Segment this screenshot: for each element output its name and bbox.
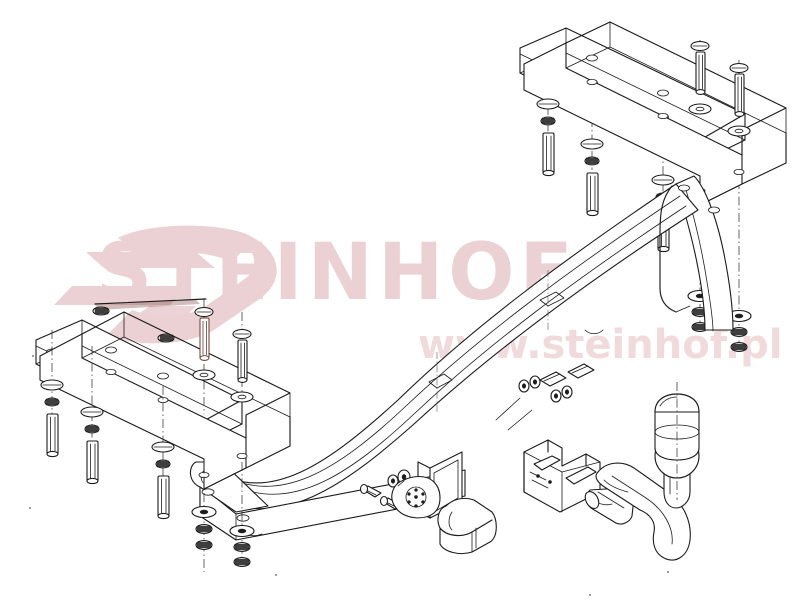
hex-nut-on-plate-2: [157, 333, 175, 343]
beam-cutouts: [428, 270, 604, 412]
bolt-lower-5: [230, 328, 254, 403]
bolt-upper-2: [580, 138, 604, 217]
washer-nut-stack-left-1: [191, 505, 217, 551]
small-bolt-1: [359, 483, 382, 498]
bolt-lower-3: [151, 441, 175, 520]
washer-nut-stack-left-2: [229, 524, 255, 568]
reference-marks: [29, 355, 669, 596]
hex-nut-on-plate-1: [92, 306, 110, 316]
bolt-lower-2: [80, 406, 104, 485]
bolt-upper-4: [688, 40, 712, 115]
washer-nut-stack-right-2: [726, 309, 752, 353]
plate-edge-highlight: [95, 300, 200, 310]
socket-body: [437, 497, 497, 555]
coupling-lock-block: [523, 439, 601, 513]
bolt-lower-1: [40, 379, 64, 458]
watermark-brand-text: STEINHOF: [96, 228, 578, 318]
bolt-lower-4: [192, 306, 216, 381]
socket-mounting-plate: [391, 451, 463, 519]
bolt-upper-1: [536, 98, 560, 177]
bolt-upper-5: [727, 62, 751, 137]
beam-spacers: [495, 363, 595, 431]
